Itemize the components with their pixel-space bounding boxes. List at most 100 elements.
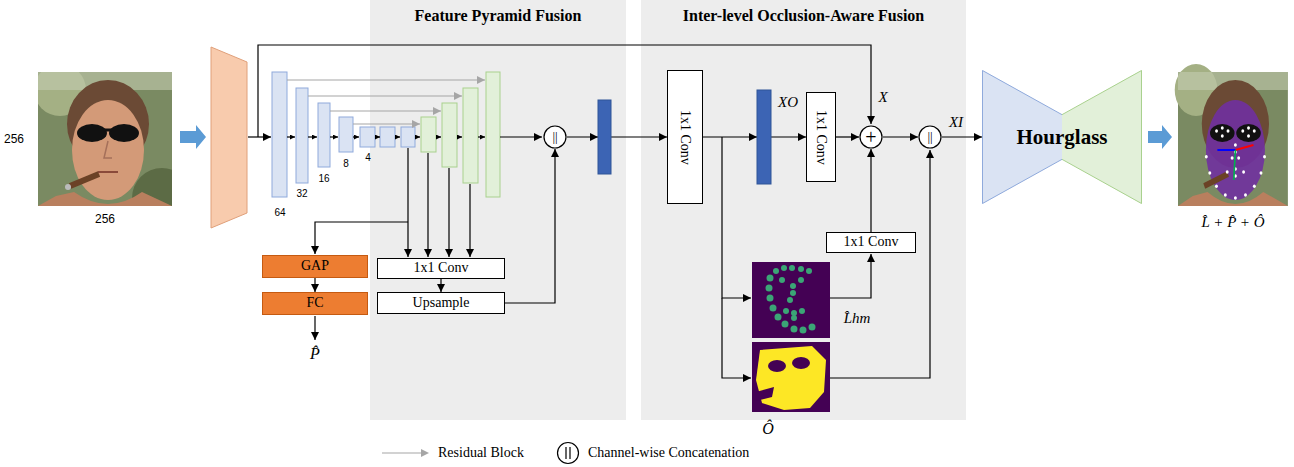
node-label: Upsample [413,295,470,311]
connector-arrow [567,136,667,137]
flow-line [248,136,271,137]
flow-line [353,136,359,137]
flow-line [308,136,317,137]
node-label: 1x1 Conv [813,110,829,165]
residual-arrow [287,79,485,80]
pose-axis [1217,149,1235,151]
figure-part [1241,129,1244,133]
photo-cigar-ash [65,184,71,190]
photo-glasses-bridge [104,129,112,132]
dimension-label: 32 [296,188,307,200]
arrow-head [590,133,598,141]
dimension-label: 256 [95,212,115,226]
math-label: XI [949,113,963,131]
process-box: Upsample [377,292,505,314]
figure-part [766,285,773,292]
dimension-label: 4 [365,152,371,164]
residual-arrows [287,80,485,124]
concat-sample-bar [569,447,570,459]
pyramid-line [407,148,408,257]
residual-sample-head [421,449,429,457]
flow-arrow [180,125,206,149]
encoder-feature [272,72,287,197]
figure-part [798,266,804,272]
pyramid-line [469,184,470,257]
photo-sunglasses [1210,124,1235,142]
figure-part [1215,129,1218,133]
dimension-label: 64 [274,207,285,219]
figure-part [1253,129,1256,133]
process-box: 1x1 Conv [377,258,505,279]
photo-sunglasses [77,124,107,142]
photo-mouth [98,171,118,173]
operator-circle-shape [919,126,941,148]
connector-arrow [883,136,918,137]
figure-part [799,308,805,314]
connector-arrow [505,149,555,303]
process-box: GAP [262,255,368,278]
connector-arrow [440,279,441,292]
concat-sample-bar [565,447,566,459]
occlusion-line [722,298,751,378]
operator-circle: || [918,125,942,149]
math-label: X [878,88,887,106]
figure-part [775,314,782,321]
figure-part [781,265,787,271]
node-label: 1x1 Conv [844,234,899,250]
decoder-feature [463,88,478,183]
photo-cigar [70,174,99,186]
figure-part [798,277,804,283]
figure-part [1205,155,1208,159]
legend-text: Residual Block [438,445,524,461]
math-label: P̂ [310,344,320,363]
decoder-feature [421,117,436,152]
figure-part [1224,193,1227,197]
flow-lines [248,45,930,378]
pose-output-line [314,316,315,340]
figure-part [1226,170,1229,174]
connector-arrow [870,149,871,232]
node-label: + [865,126,876,149]
figure-part [789,265,795,271]
pose-axis [1235,145,1253,150]
math-label: Ô [762,419,774,438]
heatmap-line [722,137,751,298]
figure-part [767,275,774,282]
hourglass-block: Hourglass [982,70,1142,204]
operator-circle: + [859,125,883,149]
process-box: FC [262,292,368,315]
dimension-label: 8 [343,158,349,170]
figure-part [770,305,777,312]
figure-part [790,290,796,296]
operator-circle-shape [544,126,566,148]
figure-part [809,324,816,331]
figure-part [783,308,789,314]
figure-part [779,277,785,283]
occlusion-ground [752,342,830,412]
fused-feature [598,100,611,174]
figure-part [1215,185,1218,189]
encoder-feature [360,127,375,147]
process-box: 1x1 Conv [826,232,916,253]
residual-arrow [308,95,462,96]
figure-part [806,268,812,274]
operator-circle-shape [860,126,882,148]
encoder-feature [296,88,308,183]
figure-part [1208,171,1211,175]
flow-line [500,136,542,137]
math-label: XO [778,93,798,111]
occlusion-face [756,346,826,410]
node-label: Hourglass [1016,125,1107,149]
encoder-feature [318,103,330,167]
figure-part [1221,126,1224,130]
encoder-feature [380,127,395,147]
skip-line [258,45,871,137]
figure-part [1221,134,1224,138]
process-box: 1x1 Conv [806,92,836,182]
node-label: || [552,130,557,145]
legend-item: Residual Block [380,442,524,464]
figure-part [791,326,798,333]
